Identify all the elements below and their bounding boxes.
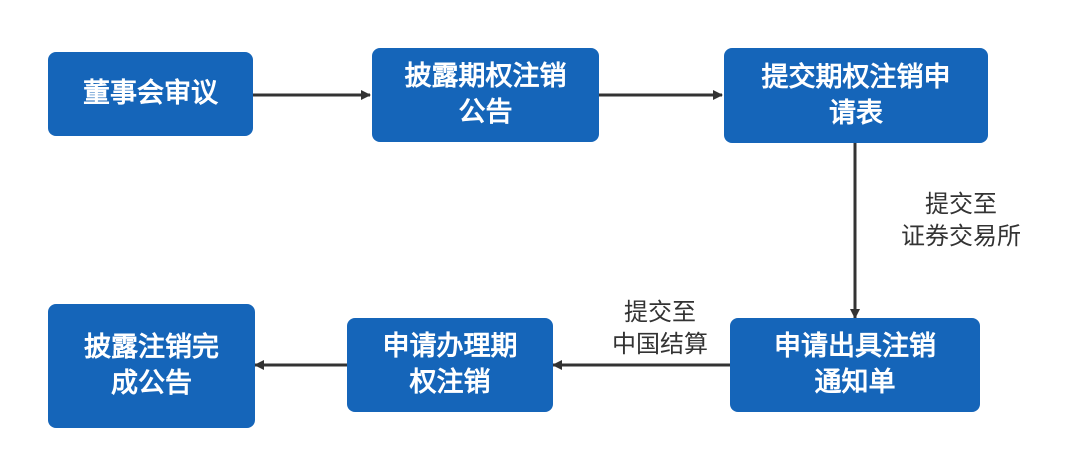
node-disclose-notice: 披露期权注销 公告 <box>372 48 599 142</box>
edge-label-to-csdc: 提交至 中国结算 <box>590 296 730 360</box>
node-disclose-notice-line-1: 披露期权注销 <box>404 61 567 92</box>
node-disclose-complete-line-2: 成公告 <box>111 368 192 399</box>
node-disclose-complete-line-1: 披露注销完 <box>84 332 219 363</box>
node-disclose-notice-line-2: 公告 <box>458 97 513 128</box>
node-board-review-line-1: 董事会审议 <box>83 78 218 109</box>
edge-label-to-csdc-line-1: 提交至 <box>624 298 696 326</box>
node-disclose-complete: 披露注销完 成公告 <box>48 304 255 428</box>
node-submit-form: 提交期权注销申 请表 <box>724 48 988 143</box>
node-board-review: 董事会审议 <box>48 52 253 136</box>
node-submit-form-line-1: 提交期权注销申 <box>761 61 951 93</box>
node-submit-form-line-2: 请表 <box>829 97 883 129</box>
node-apply-process: 申请办理期 权注销 <box>347 318 553 412</box>
edge-label-to-exchange-line-1: 提交至 <box>925 190 997 218</box>
node-apply-process-line-1: 申请办理期 <box>382 331 518 362</box>
edge-label-to-exchange: 提交至 证券交易所 <box>866 188 1056 252</box>
node-apply-notice: 申请出具注销 通知单 <box>730 318 980 412</box>
node-apply-notice-line-1: 申请出具注销 <box>774 331 936 362</box>
edge-label-to-csdc-line-2: 中国结算 <box>612 330 708 358</box>
node-apply-notice-line-2: 通知单 <box>814 367 896 398</box>
node-apply-process-line-2: 权注销 <box>409 367 491 398</box>
edge-label-to-exchange-line-2: 证券交易所 <box>901 222 1021 250</box>
